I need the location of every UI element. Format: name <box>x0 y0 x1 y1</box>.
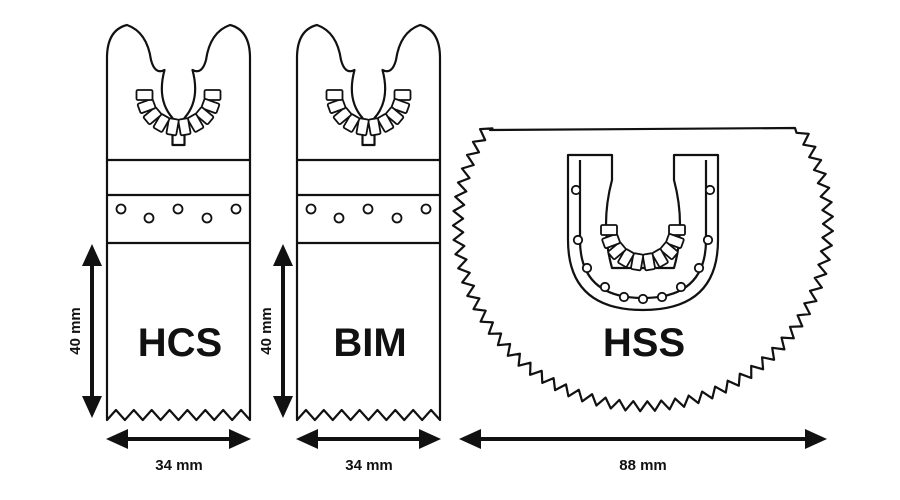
mount-slot <box>651 248 669 268</box>
bim-height-arrow <box>273 244 293 418</box>
hcs-blade <box>105 23 252 422</box>
mount-slot <box>384 106 405 126</box>
rivet-hole <box>115 203 127 215</box>
mount-slot <box>332 106 353 126</box>
rivet-hole <box>581 262 593 274</box>
bim-height-label: 40 mm <box>258 307 275 355</box>
mount-slot <box>186 113 205 133</box>
mount-slot <box>136 98 157 114</box>
mount-slot <box>617 248 635 268</box>
rivet-hole <box>693 262 705 274</box>
mount-slot <box>152 113 171 133</box>
bim-label: BIM <box>333 321 406 365</box>
rivet-hole <box>702 234 714 246</box>
mount-slot <box>668 224 686 236</box>
hss-blade <box>451 126 834 413</box>
mount-slot <box>165 117 180 137</box>
mount-slot <box>659 241 679 261</box>
rivet-hole <box>172 203 184 215</box>
hcs-height-label: 40 mm <box>67 307 84 355</box>
rivet-hole <box>420 203 432 215</box>
hcs-width-arrow <box>106 429 251 449</box>
mount-slot <box>326 98 347 114</box>
rivet-hole <box>704 184 716 196</box>
hcs-width-label: 34 mm <box>155 457 203 474</box>
rivet-hole <box>572 234 584 246</box>
rivet-hole <box>230 203 242 215</box>
mount-slot <box>203 89 222 101</box>
hcs-height-arrow <box>82 244 102 418</box>
rivet-hole <box>391 212 403 224</box>
mount-slot <box>194 106 215 126</box>
rivet-hole <box>570 184 582 196</box>
mount-slot <box>355 117 370 137</box>
rivet-hole <box>656 291 668 303</box>
mount-slot <box>607 241 627 261</box>
bim-blade <box>295 23 442 422</box>
mount-slot <box>641 252 656 272</box>
rivet-hole <box>675 281 687 293</box>
rivet-hole <box>333 212 345 224</box>
mount-slot <box>600 224 618 236</box>
hcs-label: HCS <box>138 321 222 365</box>
mount-slot <box>367 117 382 137</box>
mount-slot <box>135 89 154 101</box>
mount-slot <box>142 106 163 126</box>
bim-width-label: 34 mm <box>345 457 393 474</box>
hss-width-label: 88 mm <box>619 457 667 474</box>
mount-slot <box>393 89 412 101</box>
mount-slot <box>342 113 361 133</box>
rivet-hole <box>599 281 611 293</box>
blade-outline <box>295 23 442 422</box>
rivet-hole <box>201 212 213 224</box>
rivet-hole <box>362 203 374 215</box>
rivet-hole <box>143 212 155 224</box>
blade-outline <box>105 23 252 422</box>
bim-width-arrow <box>296 429 441 449</box>
mount-slot <box>601 233 621 249</box>
rivet-hole <box>618 291 630 303</box>
hss-label: HSS <box>603 321 685 365</box>
mount-slot <box>325 89 344 101</box>
mount-slot <box>630 252 645 272</box>
rivet-hole <box>305 203 317 215</box>
hss-width-arrow <box>459 429 827 449</box>
rivet-hole <box>637 293 649 305</box>
mount-slot <box>177 117 192 137</box>
mount-slot <box>376 113 395 133</box>
